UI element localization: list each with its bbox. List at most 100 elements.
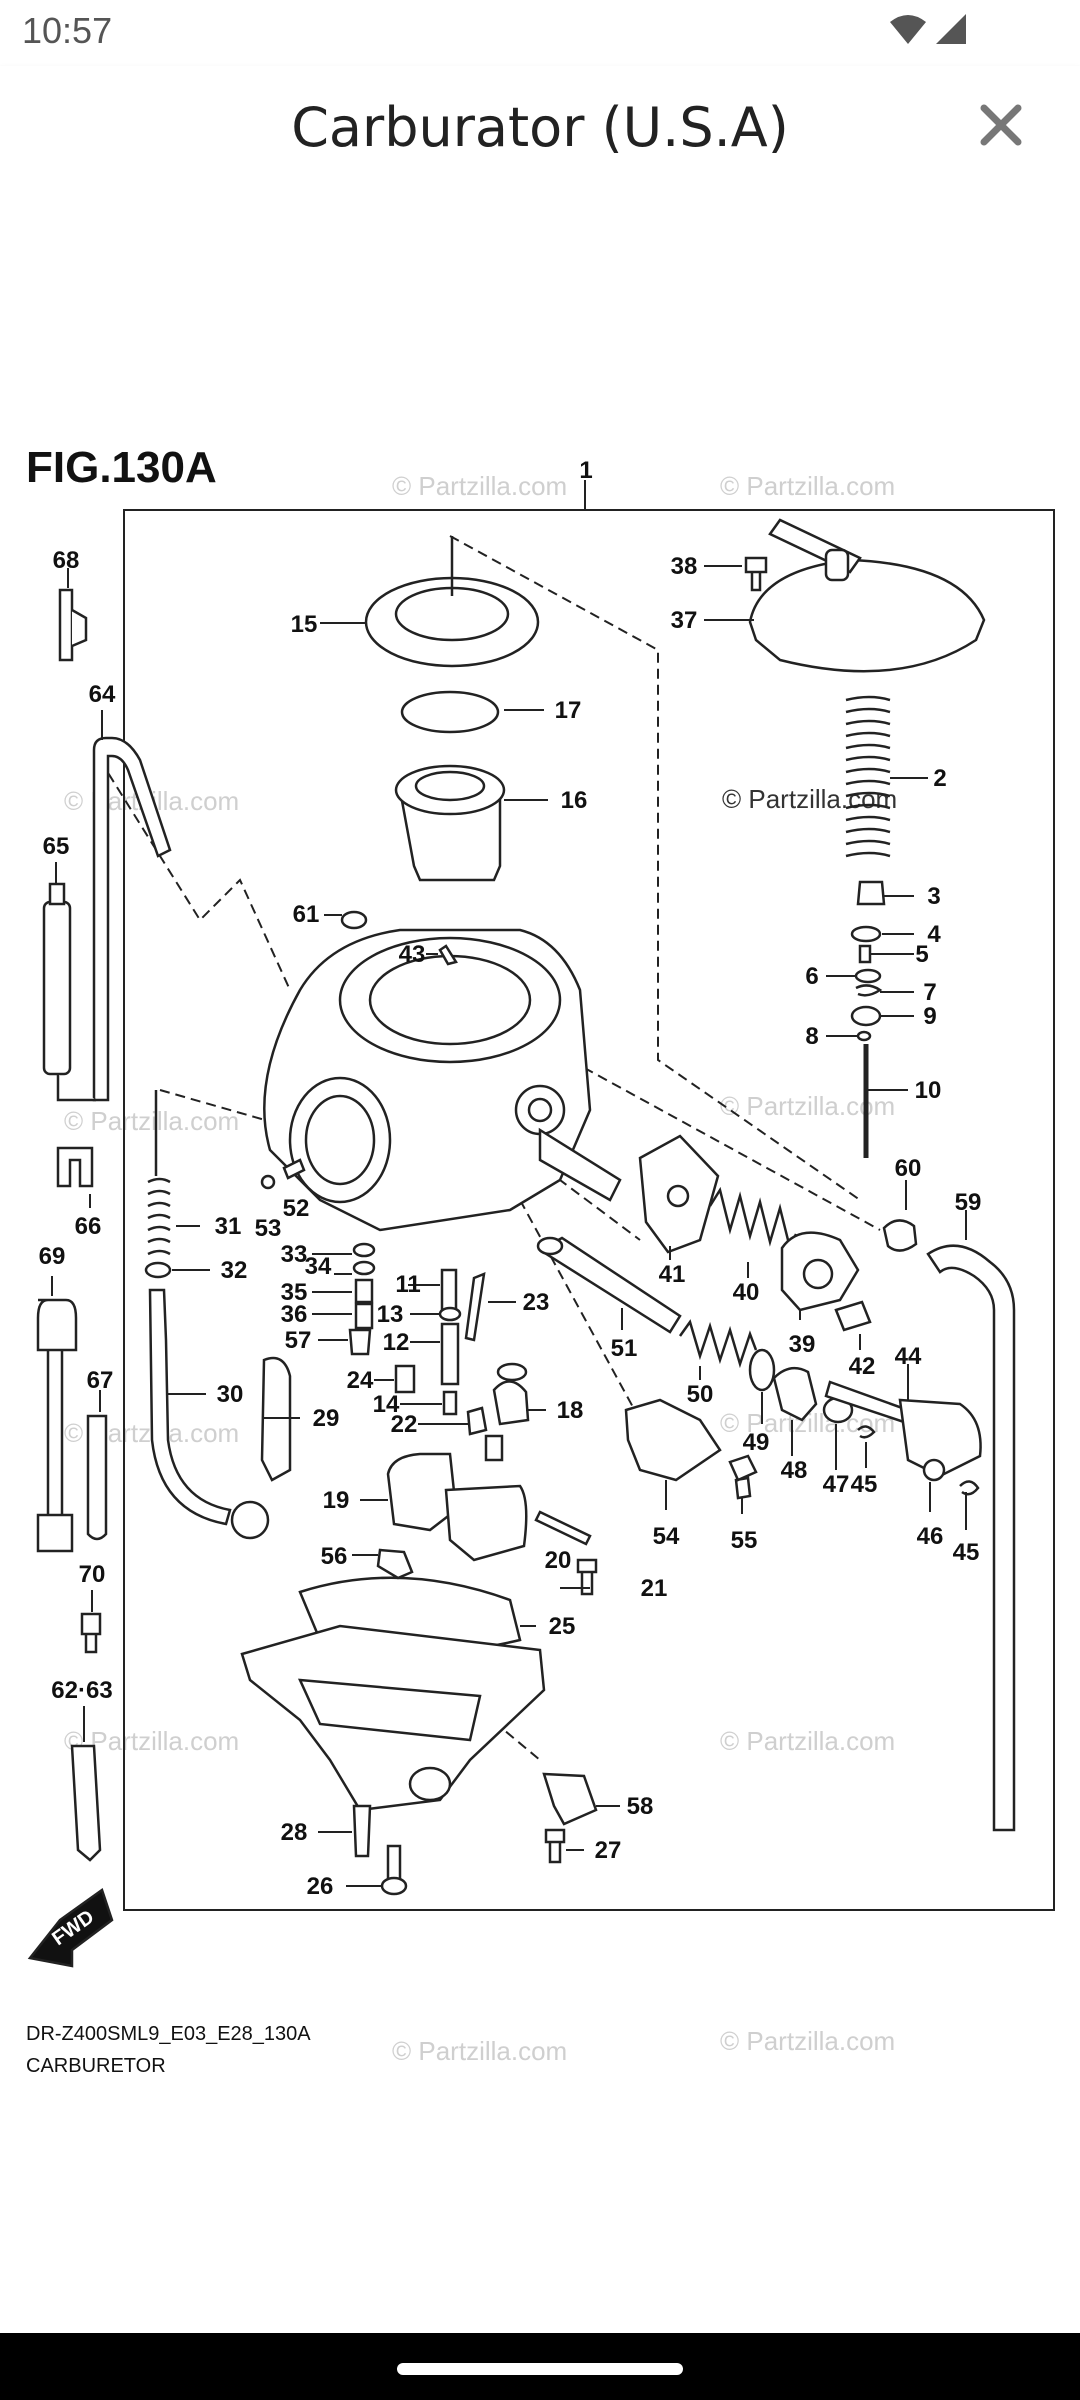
part-57	[348, 1328, 372, 1356]
callout-12: 12	[383, 1329, 410, 1356]
part-56	[376, 1548, 414, 1580]
app-bar: Carburator (U.S.A)	[0, 66, 1080, 192]
part-69	[36, 1298, 78, 1352]
callout-52: 52	[283, 1195, 310, 1222]
part-66	[56, 1146, 94, 1188]
part-13	[438, 1306, 462, 1322]
callout-60: 60	[895, 1155, 922, 1182]
part-4	[850, 925, 882, 943]
callout-29: 29	[313, 1405, 340, 1432]
part-55	[728, 1454, 758, 1500]
part-24	[394, 1364, 416, 1394]
close-icon	[980, 104, 1022, 146]
part-62-63	[70, 1744, 102, 1862]
wifi-icon	[890, 15, 926, 44]
callout-61: 61	[293, 901, 320, 928]
part-17	[400, 690, 500, 734]
callout-53: 53	[255, 1215, 282, 1242]
callout-17: 17	[555, 697, 582, 724]
callout-70: 70	[79, 1561, 106, 1588]
cell-signal-icon	[936, 14, 966, 44]
callout-13: 13	[377, 1301, 404, 1328]
part-26	[386, 1844, 402, 1884]
callout-69: 69	[39, 1243, 66, 1270]
callout-9: 9	[923, 1003, 936, 1030]
part-2	[845, 695, 891, 858]
part-11	[440, 1268, 458, 1312]
part-28	[352, 1804, 372, 1858]
part-67	[86, 1414, 108, 1541]
callout-15: 15	[291, 611, 318, 638]
watermark: © Partzilla.com	[64, 1106, 239, 1136]
part-48	[772, 1366, 818, 1422]
part-21	[576, 1558, 598, 1596]
part-33	[352, 1242, 376, 1258]
part-68	[58, 588, 74, 662]
callout-25: 25	[549, 1613, 576, 1640]
callout-64: 64	[89, 681, 116, 708]
part-22	[466, 1406, 488, 1436]
part-38	[744, 556, 768, 592]
callout-38: 38	[671, 553, 698, 580]
callout-45: 45	[851, 1471, 878, 1498]
part-64	[92, 736, 172, 1102]
callout-5: 5	[915, 941, 928, 968]
part-20	[534, 1510, 592, 1546]
callout-30: 30	[217, 1381, 244, 1408]
part-29	[260, 1356, 292, 1482]
fwd-arrow	[27, 1887, 114, 1968]
part-65	[42, 900, 72, 1076]
diagram-frame	[123, 509, 1055, 1911]
part-36	[354, 1302, 374, 1330]
callout-65: 65	[43, 833, 70, 860]
callout-48: 48	[781, 1457, 808, 1484]
callout-49: 49	[743, 1429, 770, 1456]
callout-66: 66	[75, 1213, 102, 1240]
part-58	[542, 1772, 598, 1826]
callout-46: 46	[917, 1523, 944, 1550]
part-35	[354, 1278, 374, 1304]
callout-37: 37	[671, 607, 698, 634]
page-title: Carburator (U.S.A)	[291, 96, 789, 159]
navigation-bar	[0, 2333, 1080, 2400]
part-12	[440, 1322, 460, 1386]
callout-50: 50	[687, 1381, 714, 1408]
watermark: © Partzilla.com	[720, 471, 895, 501]
callout-58: 58	[627, 1793, 654, 1820]
part-23	[464, 1272, 486, 1342]
callout-23: 23	[523, 1289, 550, 1316]
callout-45: 45	[953, 1539, 980, 1566]
part-52	[282, 1158, 306, 1180]
callout-68: 68	[53, 547, 80, 574]
close-button[interactable]	[974, 98, 1028, 152]
diagram-viewer[interactable]: © Partzilla.com © Partzilla.com © Partzi…	[0, 192, 1080, 2332]
part-60	[882, 1219, 918, 1252]
part-45	[857, 1425, 876, 1439]
callout-62-63: 62·63	[51, 1677, 112, 1704]
callout-55: 55	[731, 1527, 758, 1554]
part-30	[148, 1288, 232, 1526]
callout-6: 6	[805, 963, 818, 990]
part-53	[260, 1174, 276, 1190]
callout-54: 54	[653, 1523, 680, 1550]
callout-20: 20	[545, 1547, 572, 1574]
callout-1: 1	[579, 457, 592, 484]
callout-39: 39	[789, 1331, 816, 1358]
part-59	[926, 1244, 1016, 1832]
part-9	[850, 1005, 882, 1027]
part-70	[80, 1612, 102, 1654]
watermark: © Partzilla.com	[720, 1091, 895, 1121]
part-18	[492, 1380, 530, 1426]
callout-35: 35	[281, 1279, 308, 1306]
callout-67: 67	[87, 1367, 114, 1394]
callout-47: 47	[823, 1471, 850, 1498]
part-46	[922, 1458, 946, 1482]
home-gesture-handle[interactable]	[397, 2363, 683, 2375]
callout-32: 32	[221, 1257, 248, 1284]
callout-10: 10	[915, 1077, 942, 1104]
fig-title: FIG.130A	[26, 443, 217, 492]
part-27	[544, 1828, 566, 1864]
part-45	[959, 1480, 980, 1496]
callout-43: 43	[399, 941, 426, 968]
watermark: © Partzilla.com	[392, 471, 567, 501]
